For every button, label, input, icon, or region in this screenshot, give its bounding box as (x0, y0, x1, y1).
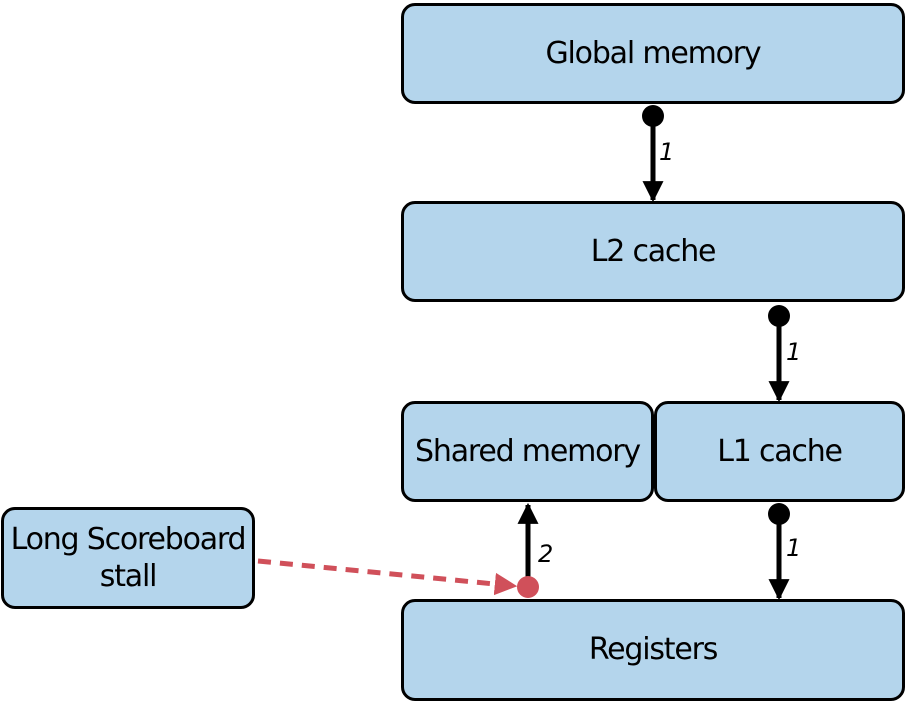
node-shared-memory: Shared memory (401, 401, 654, 502)
edge-global-to-l2: 1 (642, 105, 674, 203)
node-l2-cache: L2 cache (401, 201, 905, 302)
edge-l2-to-l1: 1 (768, 305, 801, 403)
node-label: Shared memory (415, 433, 641, 469)
edge-registers-to-shared: 2 (517, 502, 553, 586)
edge-label-l1-to-registers: 1 (786, 534, 801, 562)
node-registers: Registers (401, 599, 905, 701)
node-global-memory: Global memory (401, 3, 905, 104)
node-label: L1 cache (717, 433, 843, 469)
node-label: Long Scoreboard stall (10, 521, 247, 595)
edge-l1-to-registers: 1 (768, 503, 801, 601)
node-label: L2 cache (590, 233, 717, 269)
node-long-scoreboard-stall: Long Scoreboard stall (1, 507, 255, 609)
edge-label-l2-to-l1: 1 (786, 338, 801, 366)
node-l1-cache: L1 cache (654, 401, 905, 502)
edge-label-global-to-l2: 1 (659, 138, 674, 166)
node-label: Global memory (545, 35, 762, 71)
stall-point-dot (517, 576, 539, 598)
node-label: Registers (588, 632, 719, 668)
stall-dashed-arrow (257, 558, 518, 596)
edge-label-registers-to-shared: 2 (538, 540, 553, 568)
stall-pointer (257, 558, 539, 598)
